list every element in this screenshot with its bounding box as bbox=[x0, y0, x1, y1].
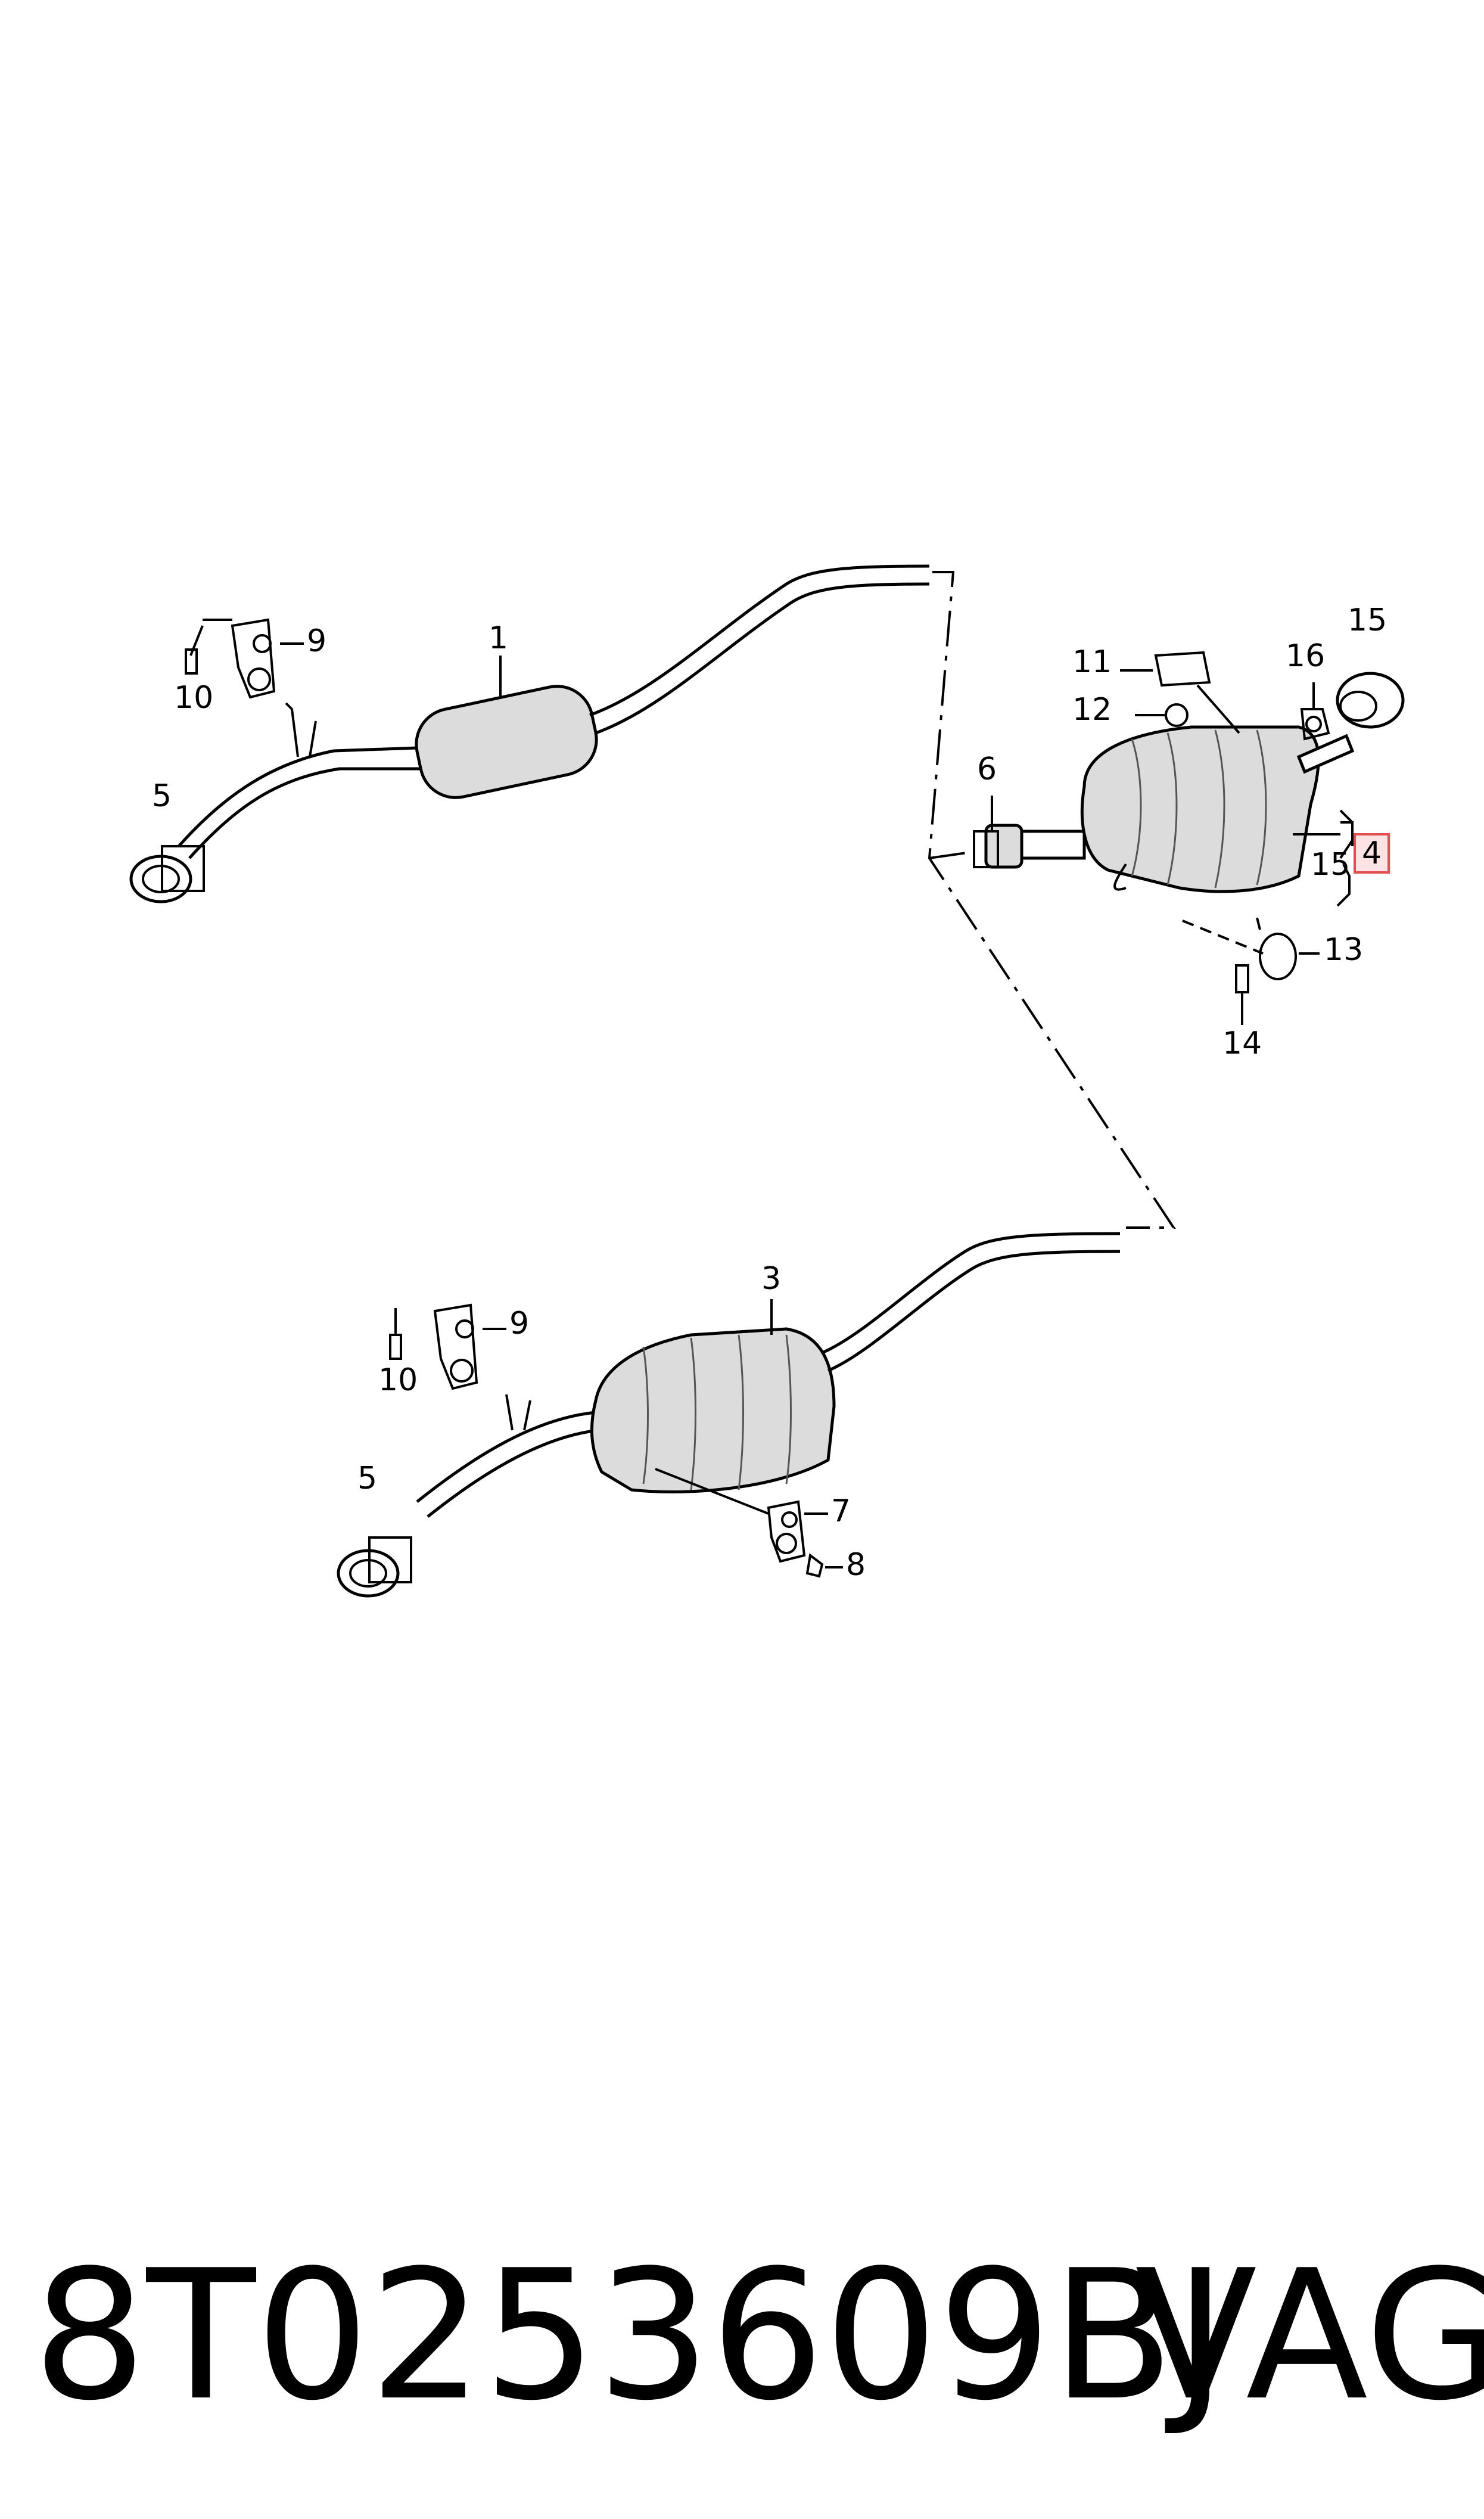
hanger-bracket-lower bbox=[389, 1303, 506, 1390]
callout-9-upper: 9 bbox=[307, 623, 327, 659]
callout-4: 4 bbox=[1354, 833, 1390, 874]
callout-10-upper: 10 bbox=[174, 680, 214, 716]
front-pipe-assembly bbox=[178, 564, 930, 859]
rear-muffler bbox=[1080, 725, 1320, 893]
callout-6: 6 bbox=[977, 751, 997, 787]
connection-line-2 bbox=[929, 851, 972, 859]
callout-16: 16 bbox=[1286, 638, 1326, 674]
callout-bracket-4 bbox=[1339, 809, 1354, 859]
callout-8: 8 bbox=[846, 1547, 866, 1583]
hanger-bracket-upper bbox=[185, 618, 304, 699]
pipe-clamp-upper bbox=[129, 845, 205, 903]
callout-bracket-15 bbox=[1336, 864, 1351, 907]
callout-5-lower: 5 bbox=[357, 1461, 378, 1496]
callout-15-lower: 15 bbox=[1311, 847, 1351, 883]
callout-12: 12 bbox=[1072, 692, 1112, 728]
part-number-text: 8T0253609BJ bbox=[33, 2232, 1227, 2440]
callout-13: 13 bbox=[1324, 932, 1364, 968]
callout-3: 3 bbox=[761, 1261, 782, 1297]
callout-1: 1 bbox=[489, 620, 509, 656]
pipe-clamp-lower bbox=[337, 1536, 412, 1598]
clamp-6 bbox=[973, 796, 999, 868]
callout-14: 14 bbox=[1222, 1026, 1262, 1061]
damper-13 bbox=[1182, 917, 1320, 1025]
callout-7: 7 bbox=[831, 1493, 851, 1529]
tailpipe-tip bbox=[1336, 672, 1405, 729]
center-muffler bbox=[415, 685, 598, 799]
callout-9-lower: 9 bbox=[509, 1306, 530, 1341]
brand-text: VAG bbox=[1135, 2232, 1484, 2440]
callout-15-upper: 15 bbox=[1348, 602, 1387, 638]
callout-11: 11 bbox=[1072, 644, 1112, 680]
rear-muffler-assembly bbox=[984, 672, 1405, 893]
middle-muffler bbox=[590, 1327, 836, 1493]
callout-5-upper: 5 bbox=[152, 778, 172, 814]
hanger-rear bbox=[1120, 651, 1240, 734]
callout-10-lower: 10 bbox=[378, 1362, 418, 1398]
clamp-16 bbox=[1300, 682, 1330, 741]
middle-muffler-assembly bbox=[416, 1232, 1121, 1518]
hanger-bracket-7 bbox=[655, 1468, 843, 1578]
